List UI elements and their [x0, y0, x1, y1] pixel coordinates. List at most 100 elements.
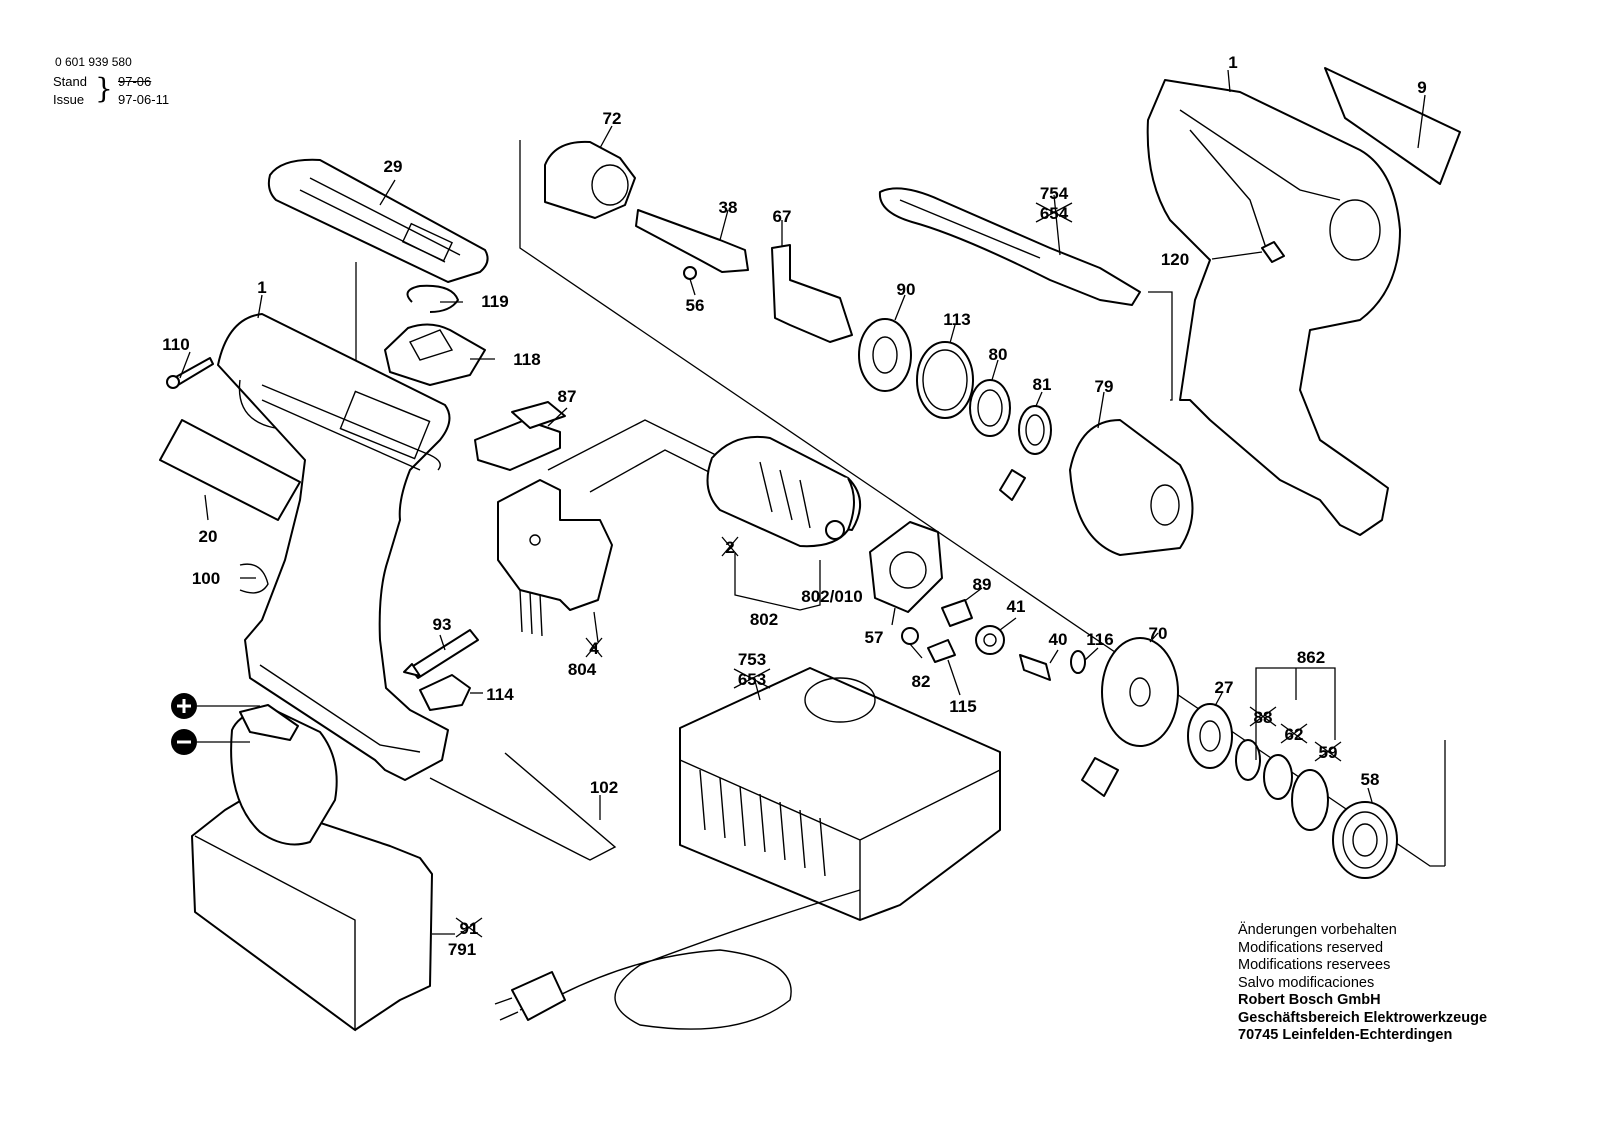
label-p67: 67 [773, 207, 792, 226]
label-p62: 62 [1285, 725, 1304, 744]
strike-p59 [1314, 741, 1342, 762]
label-part-9 [1324, 67, 1461, 185]
label-p754: 754 [1040, 184, 1069, 203]
label-p791: 791 [448, 940, 476, 959]
bracket-802 [734, 552, 821, 611]
pin-70-part [1081, 757, 1119, 797]
cam-disc-70 [1101, 637, 1179, 747]
label-p29: 29 [384, 157, 403, 176]
label-p115: 115 [949, 697, 976, 716]
charger-753 [679, 667, 1001, 921]
label-p56: 56 [686, 296, 705, 315]
spindle-38 [635, 209, 749, 273]
bit-93 [403, 629, 479, 679]
battery-pack-791 [191, 704, 433, 1032]
label-p38: 38 [719, 198, 738, 217]
company-name: Robert Bosch GmbH [1238, 992, 1381, 1008]
label-p116: 116 [1086, 630, 1113, 649]
issue-value: 97-06-11 [118, 92, 170, 107]
screw-110 [166, 357, 214, 389]
strike-p2x [721, 536, 739, 557]
label-p70: 70 [1149, 624, 1168, 643]
ring-56 [683, 266, 697, 280]
clip-part-118 [384, 323, 486, 386]
bearing-27 [1187, 703, 1233, 769]
note-line: Modifications reserved [1238, 939, 1384, 956]
washer-88 [1235, 739, 1261, 781]
battery-minus-icon [171, 729, 250, 755]
pin-89 [941, 599, 973, 627]
wire-100 [239, 563, 269, 594]
gear-housing-79 [1069, 419, 1194, 556]
label-p82: 82 [912, 672, 931, 691]
label-p27: 27 [1215, 678, 1234, 697]
spring-ring-119 [406, 284, 459, 313]
switch-804 [497, 479, 613, 637]
stand-label: Stand [53, 74, 87, 89]
stand-value: 97-06 [118, 74, 152, 89]
label-p753: 753 [738, 650, 766, 669]
gear-41 [975, 625, 1005, 655]
label-p90: 90 [897, 280, 916, 299]
ring-62 [1263, 754, 1293, 800]
pin-81-part [999, 469, 1026, 501]
label-p57: 57 [865, 628, 884, 647]
note-line: Salvo modificaciones [1238, 974, 1375, 991]
label-p862: 862 [1297, 648, 1325, 667]
label-p802: 802 [750, 610, 778, 629]
note-line: Modifications reservees [1238, 957, 1391, 973]
assembly-axis-line [519, 140, 1445, 867]
plug [494, 971, 566, 1021]
label-p120: 120 [1161, 250, 1189, 269]
strike-p653 [733, 668, 771, 689]
label-p118: 118 [513, 350, 540, 369]
label-p1a: 1 [257, 278, 266, 297]
spring-58 [1332, 801, 1398, 879]
bit-clip-114 [419, 674, 471, 711]
notes-block: Änderungen vorbehalten Modifications res… [1238, 922, 1487, 1045]
label-part-20 [159, 419, 301, 521]
strike-p88 [1249, 706, 1277, 727]
housing-half-left [217, 313, 451, 781]
label-p113: 113 [943, 310, 970, 329]
part-labels: 1 9 120 1 110 29 119 118 87 20 100 93 11… [162, 53, 1426, 959]
strike-p654 [1035, 202, 1073, 223]
screw-115 [927, 639, 956, 663]
label-p81: 81 [1033, 375, 1052, 394]
label-p804: 804 [568, 660, 597, 679]
cover-part-29 [267, 158, 489, 283]
label-p58: 58 [1361, 770, 1380, 789]
label-p41: 41 [1007, 597, 1026, 616]
strike-p91 [455, 917, 483, 938]
label-p80: 80 [989, 345, 1008, 364]
gear-housing-57 [869, 521, 943, 613]
leader-lines [179, 69, 1426, 935]
header-brace: } [95, 72, 113, 105]
strap-754 [878, 187, 1141, 306]
ring-113 [916, 341, 974, 419]
note-line: Änderungen vorbehalten [1238, 922, 1397, 938]
sleeve-72 [544, 140, 636, 219]
label-p93: 93 [433, 615, 452, 634]
label-p72: 72 [603, 109, 622, 128]
company-division: Geschäftsbereich Elektrowerkzeuge [1238, 1009, 1488, 1026]
motor-802 [706, 435, 861, 548]
label-p91: 91 [460, 919, 479, 938]
ring-116 [1070, 650, 1086, 674]
housing-half-right [1146, 79, 1401, 536]
washer-90 [858, 318, 912, 392]
label-p119: 119 [481, 292, 508, 311]
issue-label: Issue [53, 92, 85, 107]
seal-81 [1018, 405, 1052, 455]
pin-120 [1261, 241, 1285, 263]
drawing-number: 0 601 939 580 [55, 55, 132, 69]
label-p20: 20 [199, 527, 218, 546]
anvil-67 [771, 244, 853, 343]
label-p100: 100 [192, 569, 220, 588]
wire-bracket-102 [429, 752, 617, 861]
label-p9: 9 [1417, 78, 1426, 97]
label-p89: 89 [973, 575, 992, 594]
label-p88: 88 [1254, 708, 1273, 727]
label-p110: 110 [162, 335, 189, 354]
